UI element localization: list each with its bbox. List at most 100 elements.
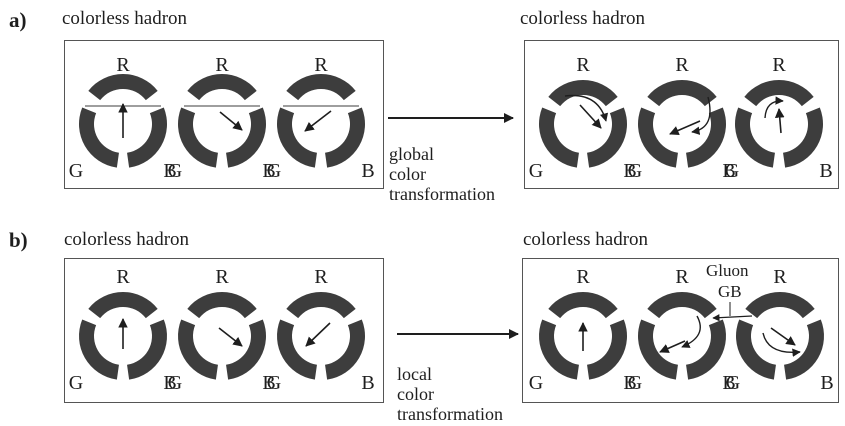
color-label-red: R <box>576 54 590 76</box>
color-label-red: R <box>675 54 689 76</box>
red-segment <box>647 291 717 319</box>
transformation-word-1: local <box>397 364 432 384</box>
blue-segment <box>587 107 627 168</box>
quark-ring: R G B <box>628 266 736 394</box>
red-segment <box>647 79 717 107</box>
rotation-arrow <box>564 94 609 122</box>
color-label-green: G <box>69 160 83 182</box>
color-label-green: G <box>628 160 642 182</box>
row-a-transformation-label: global color transformation <box>389 144 495 204</box>
color-label-red: R <box>773 266 787 288</box>
blue-segment <box>784 319 824 380</box>
color-label-red: R <box>314 54 328 76</box>
color-label-green: G <box>267 372 281 394</box>
row-b-left-caption: colorless hadron <box>64 229 190 250</box>
color-arrow <box>579 104 602 129</box>
color-label-blue: B <box>262 372 275 394</box>
color-label-blue: B <box>623 160 636 182</box>
blue-segment <box>783 107 823 168</box>
color-label-red: R <box>675 266 689 288</box>
color-label-blue: B <box>361 160 374 182</box>
green-segment <box>637 319 678 380</box>
red-segment <box>88 74 158 101</box>
color-label-green: G <box>168 372 182 394</box>
green-segment <box>78 319 119 380</box>
color-label-red: R <box>576 266 590 288</box>
color-arrow <box>770 327 796 346</box>
blue-segment <box>686 107 727 168</box>
color-arrow <box>305 322 331 347</box>
red-segment <box>187 292 257 319</box>
color-label-green: G <box>726 372 740 394</box>
blue-segment <box>325 319 366 380</box>
gluon-label: Gluon <box>706 261 749 280</box>
color-label-red: R <box>314 266 328 288</box>
quark-ring: R G B <box>69 54 177 182</box>
green-segment <box>736 319 776 380</box>
color-label-blue: B <box>361 372 374 394</box>
gluon-charge-label: GB <box>718 282 742 301</box>
color-label-blue: B <box>623 372 636 394</box>
green-segment <box>277 107 317 168</box>
quark-ring: R G B <box>267 54 375 182</box>
color-arrow <box>304 110 332 132</box>
color-label-green: G <box>725 160 739 182</box>
red-segment <box>745 292 815 319</box>
red-segment <box>548 291 618 319</box>
red-segment <box>744 79 814 107</box>
blue-segment <box>226 107 266 168</box>
color-label-green: G <box>628 372 642 394</box>
color-arrow <box>774 108 785 134</box>
transformation-word-3: transformation <box>389 184 495 204</box>
part-b-label: b) <box>9 228 28 252</box>
blue-segment <box>587 319 627 380</box>
quark-ring: R G B <box>168 266 276 394</box>
color-label-green: G <box>267 160 281 182</box>
red-segment <box>286 74 356 101</box>
color-label-blue: B <box>722 160 735 182</box>
color-label-green: G <box>529 372 543 394</box>
green-segment <box>539 107 579 168</box>
color-label-blue: B <box>163 372 176 394</box>
green-segment <box>638 107 678 168</box>
color-arrow <box>218 327 243 347</box>
blue-segment <box>127 319 168 380</box>
transformation-word-3: transformation <box>397 404 503 424</box>
quark-ring: R G B <box>267 266 375 394</box>
rotation-arrow <box>681 315 701 348</box>
row-a-left-caption: colorless hadron <box>62 8 188 29</box>
quark-ring: R G B <box>529 54 637 182</box>
color-label-blue: B <box>820 372 833 394</box>
color-label-red: R <box>116 54 130 76</box>
color-label-green: G <box>69 372 83 394</box>
transformation-word-2: color <box>397 384 434 404</box>
green-segment <box>79 107 119 168</box>
green-segment <box>735 107 775 168</box>
color-label-red: R <box>772 54 786 76</box>
red-segment <box>187 74 257 101</box>
blue-segment <box>325 107 366 168</box>
color-label-blue: B <box>722 372 735 394</box>
quark-ring: R G B <box>529 266 637 394</box>
blue-segment <box>686 319 727 380</box>
color-label-red: R <box>215 266 229 288</box>
rotation-arrow <box>691 96 711 135</box>
gluon-arrow <box>712 314 753 322</box>
color-label-green: G <box>168 160 182 182</box>
rotation-arrow <box>762 332 801 357</box>
color-label-blue: B <box>163 160 176 182</box>
color-label-green: G <box>529 160 543 182</box>
row-b-right-caption: colorless hadron <box>523 229 649 250</box>
blue-segment <box>226 319 266 380</box>
red-segment <box>88 292 158 319</box>
green-segment <box>276 319 317 380</box>
transformation-word-2: color <box>389 164 426 184</box>
color-arrow <box>669 120 701 135</box>
row-a-right-caption: colorless hadron <box>520 8 646 29</box>
red-segment <box>548 79 618 107</box>
color-label-blue: B <box>819 160 832 182</box>
